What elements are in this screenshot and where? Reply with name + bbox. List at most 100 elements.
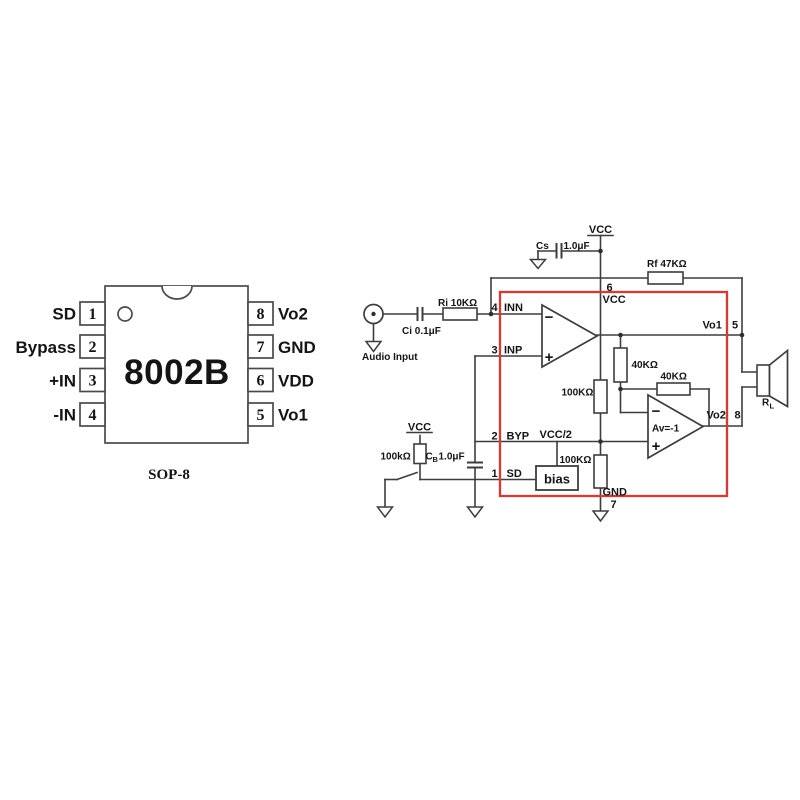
pin-box — [79, 334, 106, 359]
jack-center — [371, 311, 376, 317]
vo2-name: Vo2 — [707, 410, 726, 422]
resistor-100k-upper — [593, 379, 608, 414]
pin-number: 5 — [257, 407, 265, 424]
pin-box — [247, 367, 274, 393]
ground-icon — [466, 506, 484, 519]
cb-value: 1.0μF — [439, 452, 465, 463]
pin5-number: 5 — [732, 320, 738, 332]
application-schematic: − + − + Av=-1 bias R L — [362, 224, 789, 523]
audio-input-label: Audio Input — [362, 352, 418, 363]
r-pullup-label: 100kΩ — [381, 452, 411, 463]
pin-row-1: 1 SD — [52, 301, 106, 326]
pin1-marker-dot — [117, 306, 133, 322]
pin-number: 4 — [89, 407, 97, 424]
pin8-number: 8 — [735, 410, 741, 422]
capacitor-cs — [555, 243, 563, 259]
pin-number: 8 — [257, 306, 265, 323]
cb-name-sub: B — [433, 455, 439, 464]
pin7-name: GND — [603, 487, 628, 499]
pin-box — [79, 402, 106, 427]
pin-row-2: 2 Bypass — [16, 334, 106, 359]
resistor-100k-pullup — [413, 443, 427, 465]
pin-label: Vo1 — [278, 406, 308, 425]
opamp-minus: − — [545, 309, 554, 326]
pin6-number: 6 — [607, 282, 613, 294]
pin1-number: 1 — [492, 468, 498, 480]
vcc-label-top: VCC — [589, 224, 612, 236]
pin-label: Bypass — [16, 338, 76, 357]
pin4-name: INN — [504, 302, 523, 314]
pin3-number: 3 — [492, 345, 498, 357]
chip-notch — [161, 285, 193, 300]
ground-icon — [376, 506, 394, 519]
pin2-name: BYP — [507, 431, 530, 443]
pin7-number: 7 — [611, 499, 617, 511]
pin6-name: VCC — [603, 294, 626, 306]
pin-label: VDD — [278, 372, 314, 391]
cb-name: C — [426, 452, 433, 463]
pin-label: Vo2 — [278, 305, 308, 324]
junction-dot — [739, 332, 745, 338]
vcc-half-label: VCC/2 — [540, 429, 572, 441]
resistor-40k-horiz — [656, 382, 691, 396]
junction-dot — [618, 386, 623, 392]
vcc-label-switch: VCC — [408, 422, 431, 434]
pin-label: -IN — [53, 406, 76, 425]
package-diagram: 8002B SOP-8 1 SD 2 Bypass 3 +IN 4 -IN 8 … — [16, 285, 316, 483]
pin-row-6: 6 VDD — [247, 367, 314, 393]
opamp-plus: + — [545, 349, 554, 366]
pin-label: SD — [52, 305, 76, 324]
pin-label: +IN — [49, 372, 76, 391]
ground-icon — [364, 340, 383, 353]
ground-icon — [591, 510, 610, 523]
ci-label: Ci 0.1μF — [402, 326, 441, 337]
capacitor-ci — [416, 307, 424, 321]
opamp-plus: + — [652, 438, 661, 455]
pin-number: 6 — [257, 373, 265, 390]
pin-box — [79, 301, 106, 326]
pin-number: 2 — [89, 339, 97, 356]
cs-value: 1.0μF — [564, 241, 590, 252]
vo1-name: Vo1 — [703, 320, 722, 332]
capacitor-cb — [467, 461, 483, 469]
r40k-horiz-label: 40KΩ — [661, 372, 687, 383]
pin-row-3: 3 +IN — [49, 367, 106, 393]
pin-row-7: 7 GND — [247, 334, 316, 359]
pin-box — [247, 301, 274, 326]
opamp-inverting: − + Av=-1 — [647, 393, 705, 460]
pin-box — [247, 402, 274, 427]
bias-box — [535, 465, 579, 491]
opamp-triangle — [647, 393, 705, 460]
junction-dot — [488, 311, 494, 317]
chip-name: 8002B — [124, 353, 230, 392]
rf-label: Rf 47KΩ — [647, 259, 687, 270]
opamp-main: − + — [541, 303, 599, 369]
pin4-number: 4 — [492, 302, 499, 314]
pin3-name: INP — [504, 345, 522, 357]
pin-number: 1 — [89, 306, 97, 323]
junction-dot — [618, 332, 623, 338]
r100k-upper-label: 100KΩ — [562, 388, 594, 399]
pin1-name: SD — [507, 468, 522, 480]
opamp-triangle — [541, 303, 599, 369]
pin-number: 7 — [257, 339, 265, 356]
pin2-number: 2 — [492, 431, 498, 443]
pin-number: 3 — [89, 373, 97, 390]
package-label: SOP-8 — [148, 467, 190, 483]
load-label-sub: L — [770, 402, 775, 411]
cs-name: Cs — [536, 241, 549, 252]
resistor-ri — [442, 307, 478, 321]
pin-row-5: 5 Vo1 — [247, 402, 308, 427]
gain-label: Av=-1 — [652, 424, 680, 435]
switch-lever — [395, 471, 419, 481]
speaker-cone — [768, 348, 789, 408]
r40k-vert-label: 40KΩ — [632, 360, 658, 371]
bias-label: bias — [544, 472, 570, 487]
opamp-minus: − — [652, 403, 661, 420]
pin-box — [247, 334, 274, 359]
load-label: R — [762, 398, 770, 409]
pin-row-8: 8 Vo2 — [247, 301, 308, 326]
resistor-rf — [647, 271, 684, 285]
